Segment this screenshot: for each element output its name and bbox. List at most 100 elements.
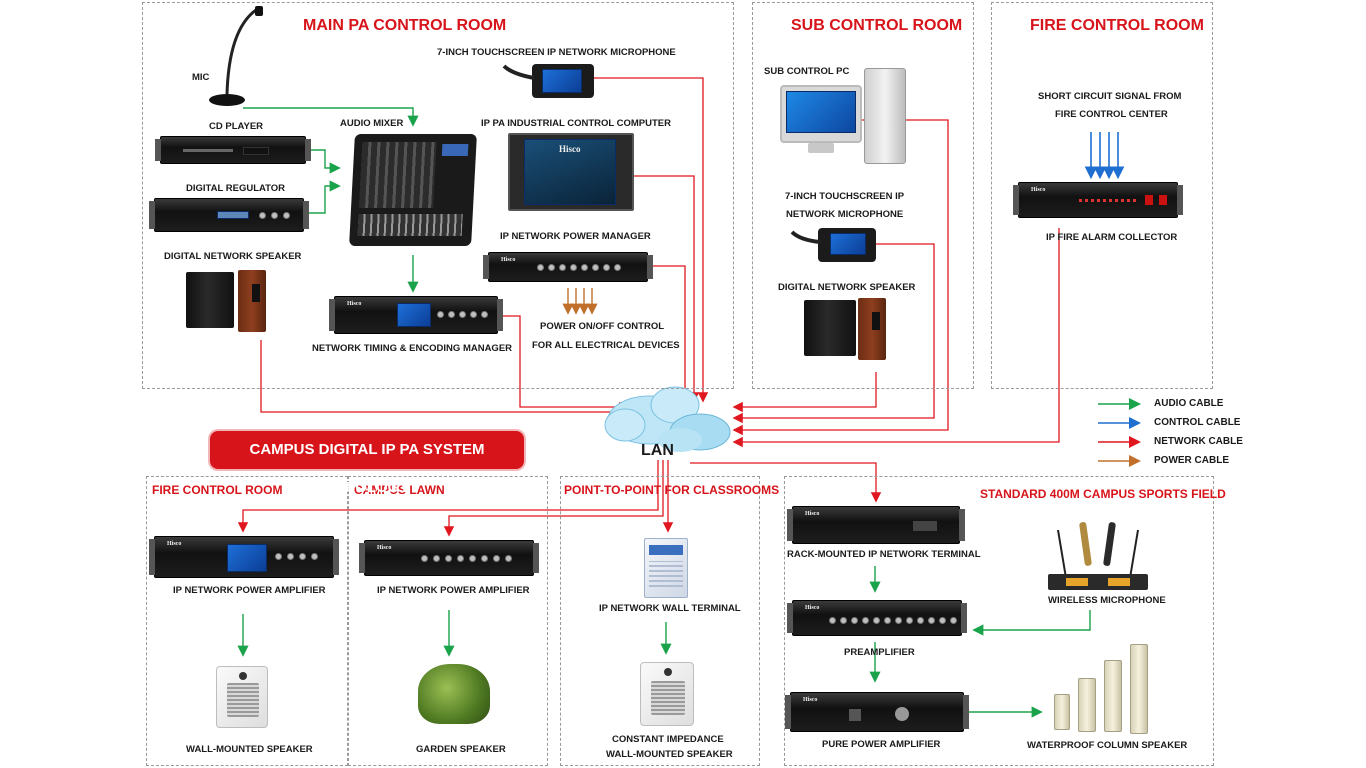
zone-title-campus-lawn: CAMPUS LAWN [354, 483, 445, 497]
rack-terminal-device: Hisco [787, 506, 965, 544]
computer-to-lan-wire [634, 175, 700, 403]
column-speaker-4 [1130, 644, 1148, 734]
digital-speaker-sub-right [858, 298, 886, 360]
legend-audio-label: AUDIO CABLE [1154, 398, 1224, 409]
pure-amp-brand-text: Hisco [803, 697, 818, 703]
label-short-circuit-2: FIRE CONTROL CENTER [1055, 109, 1168, 120]
digital-speaker-main-right [238, 270, 266, 332]
label-digital-speaker-sub: DIGITAL NETWORK SPEAKER [778, 282, 916, 293]
label-power-control-1: POWER ON/OFF CONTROL [540, 321, 665, 332]
label-sub-pc: SUB CONTROL PC [764, 66, 850, 77]
wall-terminal-device [644, 538, 688, 598]
zone-title-sports-field: STANDARD 400M CAMPUS SPORTS FIELD [980, 487, 1226, 501]
zone-fire-top [991, 2, 1213, 389]
label-column-speaker: WATERPROOF COLUMN SPEAKER [1027, 740, 1188, 751]
computer-brand-text: Hisco [559, 144, 581, 154]
ip-power-manager-device: Hisco [483, 252, 653, 282]
zone-title-fire-bottom: FIRE CONTROL ROOM [152, 483, 283, 497]
label-pure-amp: PURE POWER AMPLIFIER [822, 739, 941, 750]
gooseneck-mic-icon [209, 6, 263, 106]
label-wireless-mic: WIRELESS MICROPHONE [1048, 595, 1166, 606]
zone-title-sub-control: SUB CONTROL ROOM [791, 17, 963, 34]
lan-to-fire-amp-wire [237, 460, 659, 533]
sub-pc-tower [864, 68, 906, 164]
ip-pa-computer-device: Hisco [508, 133, 634, 211]
preamplifier-device: Hisco [787, 600, 967, 636]
label-fire-alarm: IP FIRE ALARM COLLECTOR [1046, 232, 1178, 243]
label-ip-pa-computer: IP PA INDUSTRIAL CONTROL COMPUTER [481, 118, 672, 129]
label-preamplifier: PREAMPLIFIER [844, 647, 915, 658]
label-power-control-2: FOR ALL ELECTRICAL DEVICES [532, 340, 680, 351]
label-timing-manager: NETWORK TIMING & ENCODING MANAGER [312, 343, 513, 354]
zone-title-classrooms: POINT-TO-POINT FOR CLASSROOMS [564, 483, 780, 497]
zone-title-main-pa: MAIN PA CONTROL ROOM [303, 17, 507, 34]
mic-to-mixer-wire [243, 107, 419, 127]
cd-to-mixer-wire [307, 149, 341, 174]
zone-classrooms [560, 476, 760, 766]
label-garden-speaker: GARDEN SPEAKER [416, 744, 506, 755]
touch-mic-sub-device [818, 228, 876, 262]
label-amp-lawn: IP NETWORK POWER AMPLIFIER [377, 585, 530, 596]
label-const-imp-1: CONSTANT IMPEDANCE [612, 734, 724, 745]
power-manager-to-lan-wire [650, 265, 691, 403]
legend-control-label: CONTROL CABLE [1154, 417, 1241, 428]
speaker-to-lan-wire [260, 340, 625, 418]
fire-alarm-brand-text: Hisco [1031, 187, 1046, 193]
sub-pc-monitor [780, 85, 862, 143]
timing-manager-brand-text: Hisco [347, 301, 362, 307]
power-manager-brand-text: Hisco [501, 257, 516, 263]
pure-amp-device: Hisco [785, 692, 969, 732]
touch-mic-main-device [532, 64, 594, 98]
preamp-brand-text: Hisco [805, 605, 820, 611]
const-imp-speaker-device [640, 662, 694, 726]
label-const-imp-2: WALL-MOUNTED SPEAKER [606, 749, 733, 760]
fire-alarm-to-lan-wire [732, 228, 1060, 448]
label-cd-player: CD PLAYER [209, 121, 264, 132]
timing-manager-device: Hisco [329, 296, 503, 334]
label-touch-mic-sub-1: 7-INCH TOUCHSCREEN IP [785, 191, 905, 202]
zone-title-fire-top: FIRE CONTROL ROOM [1030, 17, 1204, 34]
touch-mic-gooseneck-icon [502, 64, 535, 80]
label-wall-speaker: WALL-MOUNTED SPEAKER [186, 744, 313, 755]
label-audio-mixer: AUDIO MIXER [340, 118, 404, 129]
touch-mic-to-lan-wire [594, 77, 709, 403]
column-speaker-1 [1054, 694, 1070, 730]
label-amp-fire: IP NETWORK POWER AMPLIFIER [173, 585, 326, 596]
amp-lawn-device: Hisco [359, 540, 539, 576]
sub-mic-to-lan-wire [732, 243, 935, 424]
cd-player-device [155, 136, 311, 164]
column-speaker-2 [1078, 678, 1096, 732]
zone-campus-lawn [348, 476, 548, 766]
zone-main-pa [142, 2, 734, 389]
label-short-circuit-1: SHORT CIRCUIT SIGNAL FROM [1038, 91, 1182, 102]
legend-arrows [1098, 398, 1141, 467]
sub-speaker-to-lan-wire [732, 372, 877, 413]
amp-lawn-brand-text: Hisco [377, 545, 392, 551]
lan-to-sports-wire [690, 462, 882, 503]
diagram-title: CAMPUS DIGITAL IP PA SYSTEM TOPOLOGY [210, 431, 524, 496]
label-ip-power-manager: IP NETWORK POWER MANAGER [500, 231, 651, 242]
label-digital-speaker-main: DIGITAL NETWORK SPEAKER [164, 251, 302, 262]
label-touch-mic-main: 7-INCH TOUCHSCREEN IP NETWORK MICROPHONE [437, 47, 676, 58]
garden-speaker-device [418, 664, 490, 724]
regulator-to-mixer-wire [307, 180, 341, 214]
wireless-to-preamp-wire [972, 610, 1091, 636]
label-mic: MIC [192, 72, 210, 83]
rack-terminal-brand-text: Hisco [805, 511, 820, 517]
timing-to-lan-wire [499, 315, 630, 413]
label-wall-terminal: IP NETWORK WALL TERMINAL [599, 603, 741, 614]
wireless-microphone-icon [1048, 522, 1148, 590]
label-touch-mic-sub-2: NETWORK MICROPHONE [786, 209, 904, 220]
audio-mixer-device [349, 134, 477, 246]
wall-speaker-device [216, 666, 268, 728]
lan-to-lawn-amp-wire [443, 460, 664, 537]
column-speaker-3 [1104, 660, 1122, 732]
touch-mic-sub-gooseneck-icon [790, 230, 821, 244]
sub-pc-stand [808, 143, 834, 153]
digital-speaker-sub-left [804, 300, 856, 356]
digital-speaker-main-left [186, 272, 234, 328]
label-lan: LAN [641, 442, 674, 459]
legend-network-label: NETWORK CABLE [1154, 436, 1243, 447]
digital-regulator-device [149, 198, 309, 232]
